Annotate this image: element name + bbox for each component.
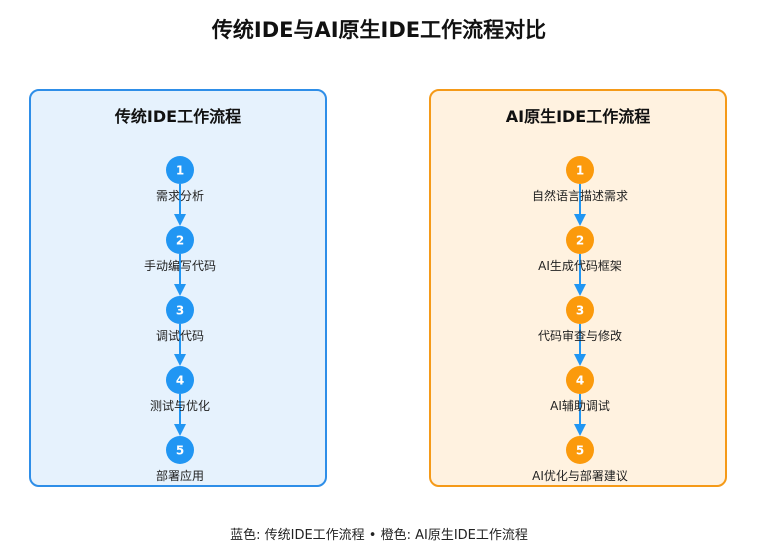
page-title: 传统IDE与AI原生IDE工作流程对比 [211,18,547,42]
traditional-flow-diagram: 需求分析 1 手动编写代码 2 调试代码 3 测试与优化 4 部署应用 5 [144,156,216,483]
traditional-step-number-3: 3 [176,304,184,318]
ai-step-circle-4 [566,366,594,394]
ai-step-label-1: 自然语言描述需求 [532,188,628,203]
traditional-step-circle-1 [166,156,194,184]
traditional-step-label-2: 手动编写代码 [144,258,216,273]
ai-step-label-2: AI生成代码框架 [538,259,622,273]
traditional-step-label-5: 部署应用 [156,468,204,483]
traditional-step-circle-5 [166,436,194,464]
traditional-step-label-4: 测试与优化 [150,398,210,413]
traditional-arrow-head-3 [174,354,186,366]
ai-step-circle-3 [566,296,594,324]
ai-arrow-head-3 [574,354,586,366]
traditional-step-number-5: 5 [176,444,184,458]
traditional-arrow-head-1 [174,214,186,226]
ai-step-number-5: 5 [576,444,584,458]
ai-step-circle-2 [566,226,594,254]
traditional-arrow-head-4 [174,424,186,436]
traditional-step-circle-4 [166,366,194,394]
ai-step-label-5: AI优化与部署建议 [532,468,628,483]
ai-arrow-head-4 [574,424,586,436]
ai-step-label-4: AI辅助调试 [550,398,610,413]
traditional-step-number-1: 1 [176,164,184,178]
ai-step-circle-1 [566,156,594,184]
ai-panel-title: AI原生IDE工作流程 [505,107,651,126]
traditional-step-label-3: 调试代码 [156,328,204,343]
traditional-arrow-head-2 [174,284,186,296]
ai-step-number-4: 4 [576,374,584,388]
traditional-workflow-panel: 传统IDE工作流程 需求分析 1 手动编写代码 2 调试代码 3 测试与优化 4 部署应用 5 [29,89,327,487]
traditional-step-circle-2 [166,226,194,254]
ai-step-number-2: 2 [576,234,584,248]
traditional-panel-title: 传统IDE工作流程 [114,107,242,126]
ai-step-number-3: 3 [576,304,584,318]
ai-arrow-head-1 [574,214,586,226]
traditional-step-circle-3 [166,296,194,324]
legend: 蓝色: 传统IDE工作流程 • 橙色: AI原生IDE工作流程 [230,528,528,543]
traditional-step-number-2: 2 [176,234,184,248]
ai-arrow-head-2 [574,284,586,296]
ai-step-circle-5 [566,436,594,464]
ai-step-number-1: 1 [576,164,584,178]
ai-step-label-3: 代码审查与修改 [538,328,622,343]
traditional-step-number-4: 4 [176,374,184,388]
traditional-step-label-1: 需求分析 [156,189,204,203]
